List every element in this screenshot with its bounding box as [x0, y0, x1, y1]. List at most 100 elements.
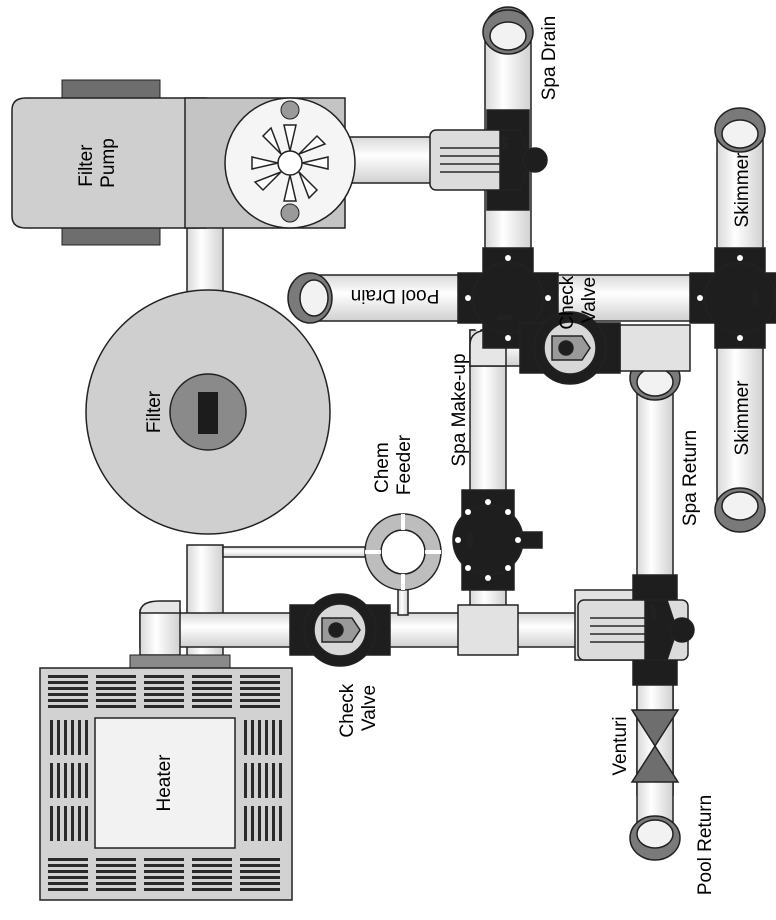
grille-slat	[192, 876, 232, 879]
grille-slat	[50, 806, 53, 841]
spa-makeup-valve-tag: OFF	[468, 533, 475, 547]
pool-drain-valve: OFF	[457, 247, 559, 349]
grille-slat	[144, 699, 184, 702]
grille-slat	[192, 675, 232, 678]
labels: Spa Drain Pool Drain Skimmer Skimmer Che…	[337, 16, 753, 895]
grille-slat	[96, 864, 136, 867]
pool-drain-label: Pool Drain	[351, 285, 440, 306]
impeller-icon	[251, 124, 329, 202]
grille-slat	[78, 806, 81, 841]
spa-drain-label: Spa Drain	[539, 16, 560, 101]
grille-slat	[96, 705, 136, 708]
grille-slat	[48, 858, 88, 861]
grille-slat	[240, 858, 280, 861]
grille-slat	[265, 720, 268, 755]
grille-slat	[96, 699, 136, 702]
skimmer-valve: OFF	[689, 247, 776, 349]
pool-return-label: Pool Return	[695, 795, 716, 895]
grille-slat	[244, 806, 247, 841]
grille-slat	[48, 699, 88, 702]
grille-slat	[192, 687, 232, 690]
grille-slat	[144, 675, 184, 678]
grille-slat	[144, 858, 184, 861]
grille-slat	[240, 687, 280, 690]
grille-slat	[251, 763, 254, 798]
filter-label: Filter	[144, 390, 165, 433]
grille-slat	[85, 806, 88, 841]
grille-slat	[192, 864, 232, 867]
grille-slat	[192, 681, 232, 684]
grille-slat	[48, 705, 88, 708]
grille-slat	[78, 720, 81, 755]
spa-drain-valve-tag: OFF	[503, 136, 510, 150]
grille-slat	[251, 806, 254, 841]
grille-slat	[144, 681, 184, 684]
grille-slat	[258, 763, 261, 798]
grille-slat	[85, 720, 88, 755]
grille-slat	[48, 681, 88, 684]
grille-slat	[96, 687, 136, 690]
grille-slat	[96, 870, 136, 873]
grille-slat	[71, 763, 74, 798]
grille-slat	[57, 806, 60, 841]
heater: Heater	[39, 654, 293, 901]
spa-return-label: Spa Return	[680, 430, 701, 526]
grille-slat	[272, 806, 275, 841]
grille-slat	[240, 681, 280, 684]
grille-slat	[78, 763, 81, 798]
grille-slat	[144, 882, 184, 885]
check-valve-bottom-label: Check Valve	[337, 678, 380, 737]
grille-slat	[50, 720, 53, 755]
grille-slat	[64, 720, 67, 755]
grille-slat	[240, 699, 280, 702]
chem-feeder	[364, 513, 442, 591]
grille-slat	[272, 720, 275, 755]
grille-slat	[64, 763, 67, 798]
pool-drain-valve-tag: OFF	[498, 313, 512, 320]
grille-slat	[192, 888, 232, 891]
grille-slat	[96, 888, 136, 891]
grille-slat	[48, 882, 88, 885]
skimmer-label-bottom: Skimmer	[732, 380, 753, 456]
grille-slat	[192, 693, 232, 696]
check-valve-top-label: Check Valve	[557, 270, 600, 329]
filter-pump: Filter Pump	[11, 79, 356, 246]
grille-slat	[48, 864, 88, 867]
grille-slat	[48, 693, 88, 696]
grille-slat	[240, 876, 280, 879]
grille-slat	[144, 876, 184, 879]
grille-slat	[244, 720, 247, 755]
grille-slat	[96, 693, 136, 696]
filter-pump-label: Filter Pump	[76, 138, 119, 188]
grille-slat	[192, 870, 232, 873]
chem-feeder-label: Chem Feeder	[372, 434, 415, 495]
grille-slat	[258, 806, 261, 841]
grille-slat	[96, 858, 136, 861]
grille-slat	[144, 693, 184, 696]
grille-slat	[144, 705, 184, 708]
grille-slat	[240, 882, 280, 885]
grille-slat	[57, 720, 60, 755]
grille-slat	[71, 720, 74, 755]
grille-slat	[240, 693, 280, 696]
heater-grille	[48, 675, 282, 891]
grille-slat	[144, 888, 184, 891]
grille-slat	[279, 763, 282, 798]
spa-makeup-valve: OFF	[452, 489, 543, 591]
grille-slat	[48, 675, 88, 678]
heater-label: Heater	[154, 754, 175, 812]
grille-slat	[85, 763, 88, 798]
grille-slat	[279, 720, 282, 755]
venturi	[630, 709, 680, 783]
grille-slat	[192, 699, 232, 702]
grille-slat	[64, 806, 67, 841]
spa-drain-valve: OFF	[429, 109, 548, 211]
grille-slat	[240, 705, 280, 708]
venturi-label: Venturi	[610, 716, 631, 775]
grille-slat	[48, 687, 88, 690]
grille-slat	[192, 882, 232, 885]
skimmer-valve-tag: OFF	[753, 291, 760, 305]
filter: Filter	[85, 289, 331, 535]
grille-slat	[192, 858, 232, 861]
grille-slat	[244, 763, 247, 798]
